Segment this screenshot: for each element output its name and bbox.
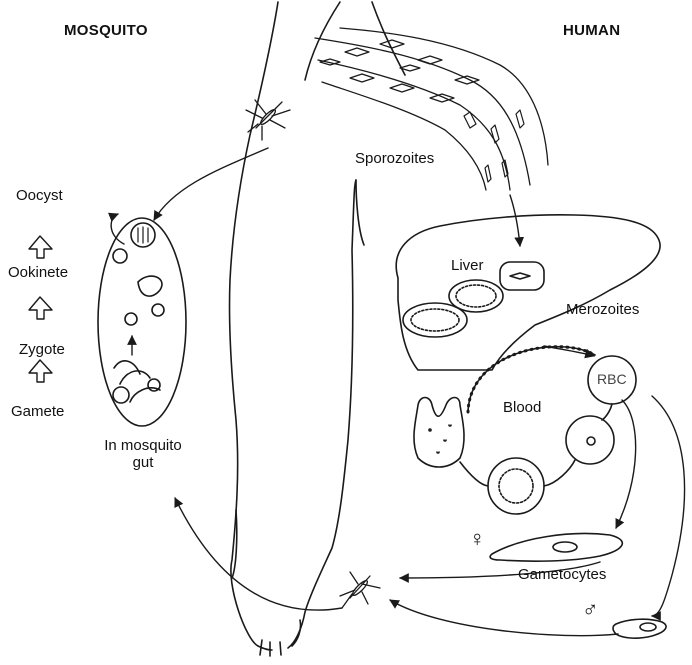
- mosquito-gut: [98, 218, 186, 426]
- hepatocyte-infected: [500, 262, 544, 290]
- mosquito-gut-label: In mosquito gut: [88, 437, 198, 471]
- male-gametocyte: [613, 619, 666, 638]
- oocyst-label: Oocyst: [16, 187, 63, 204]
- liver-label: Liver: [451, 257, 484, 274]
- oocyst-cell: [113, 249, 127, 263]
- flow-arrows: [111, 148, 684, 636]
- zygote-label: Zygote: [19, 341, 65, 358]
- blood-label: Blood: [503, 399, 541, 416]
- mosquito-gut-label-line2: gut: [88, 454, 198, 471]
- rbc-bursting: [414, 398, 464, 468]
- arrow-ookinete-to-oocyst: [29, 236, 52, 258]
- merozoites-label: Merozoites: [566, 301, 639, 318]
- gametocytes: [490, 534, 666, 639]
- arrow-gamete-to-zygote: [29, 360, 52, 382]
- rbc-label: RBC: [597, 371, 627, 387]
- mosquito-top: [246, 100, 290, 140]
- arrow-zygote-to-ookinete: [29, 297, 52, 319]
- female-gametocyte: [490, 534, 622, 562]
- female-symbol: ♀: [469, 526, 486, 552]
- ookinete-label: Ookinete: [8, 264, 68, 281]
- rbc-schizont: [488, 458, 544, 514]
- sporozoites-label: Sporozoites: [355, 150, 434, 167]
- mosquito-bottom: [340, 572, 380, 608]
- rbc-ring-stage: [566, 416, 614, 464]
- gamete-label: Gamete: [11, 403, 64, 420]
- liver: [396, 215, 660, 370]
- gametocytes-label: Gametocytes: [518, 566, 606, 583]
- mosquito-gut-label-line1: In mosquito: [88, 437, 198, 454]
- liver-schizont-2: [403, 303, 467, 337]
- stage-arrows: [29, 236, 52, 382]
- mosquito-header: MOSQUITO: [64, 22, 148, 39]
- human-header: HUMAN: [563, 22, 620, 39]
- male-symbol: ♂: [582, 597, 599, 623]
